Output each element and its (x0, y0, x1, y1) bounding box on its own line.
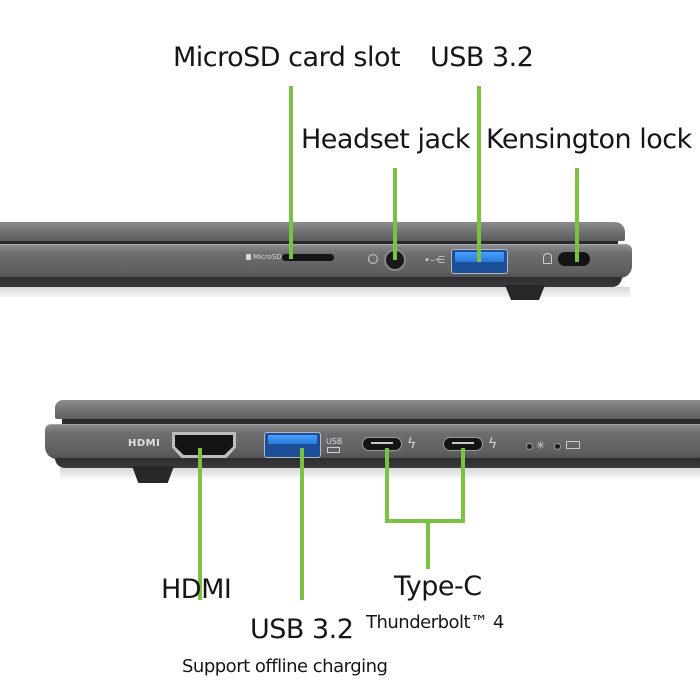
usb-marking: USB (326, 437, 343, 446)
callout-line-typec-join (385, 519, 465, 523)
label-microsd: MicroSD card slot (173, 42, 401, 73)
laptop-lid (0, 222, 625, 241)
laptop-foot (505, 285, 545, 300)
lightning-bolt-icon: ϟ (488, 436, 498, 452)
sd-card-icon (246, 254, 251, 260)
laptop-shadow (0, 287, 630, 297)
label-headset: Headset jack (301, 124, 470, 155)
callout-line-usb (477, 86, 481, 262)
callout-line-typec-stem (426, 519, 430, 569)
label-usb-note: Support offline charging (182, 656, 388, 677)
usb-c-port-1 (362, 437, 402, 451)
status-led (554, 443, 561, 450)
laptop-foot (132, 466, 174, 483)
laptop-lid (55, 400, 700, 419)
usb-trident-icon: •–⋲ (424, 255, 445, 266)
lightning-bolt-icon: ϟ (407, 436, 417, 452)
battery-charging-icon (327, 447, 340, 453)
callout-line-typec-1 (385, 448, 389, 523)
lid-seam (62, 419, 700, 425)
battery-charging-icon (566, 441, 580, 449)
label-kensington: Kensington lock (486, 124, 692, 155)
microsd-marking: MicroSD (253, 253, 282, 261)
callout-line-hdmi (198, 448, 202, 600)
label-usb-top: USB 3.2 (430, 42, 534, 73)
lock-icon (543, 253, 552, 264)
power-light-icon: ✳ (536, 439, 546, 452)
callout-line-microsd (289, 86, 293, 259)
callout-line-headset (393, 168, 397, 260)
laptop-base (0, 244, 632, 278)
laptop-bottom-edge (0, 277, 622, 287)
usb-a-port-charging (264, 432, 321, 458)
label-typec: Type-C (394, 571, 482, 602)
callout-line-kensington (575, 168, 579, 262)
lid-seam (0, 241, 618, 246)
status-led (526, 443, 533, 450)
headset-icon (368, 254, 378, 264)
laptop-shadow (60, 468, 700, 478)
callout-line-typec-2 (461, 448, 465, 523)
label-hdmi: HDMI (161, 574, 232, 605)
label-typec-note: Thunderbolt™ 4 (366, 612, 504, 633)
label-usb-bottom: USB 3.2 (250, 614, 354, 645)
microsd-slot (282, 254, 334, 261)
hdmi-marking: HDMI (128, 438, 161, 449)
laptop-bottom-edge (55, 458, 700, 468)
callout-line-usb-bottom (300, 448, 304, 600)
hdmi-port (172, 432, 236, 458)
kensington-slot (558, 252, 590, 266)
